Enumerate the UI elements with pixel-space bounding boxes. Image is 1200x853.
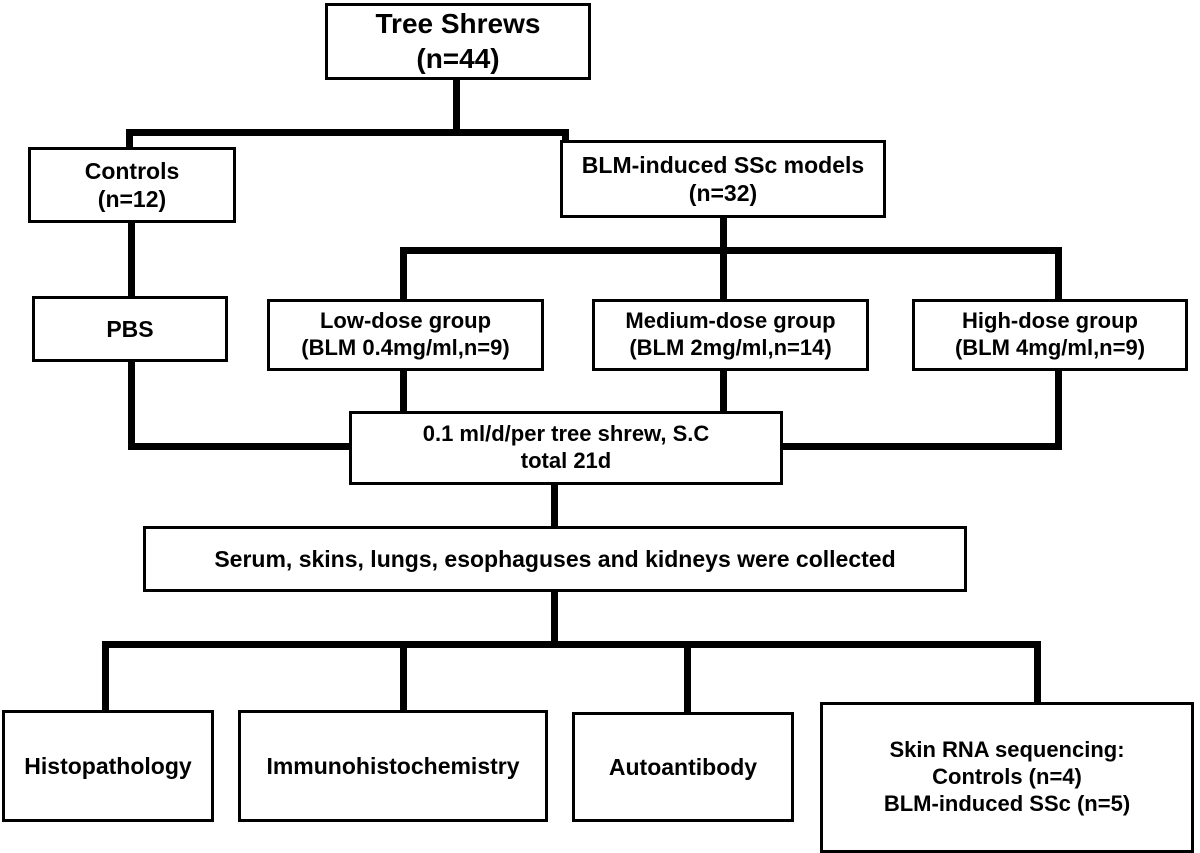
- connector-pbs-drop: [128, 360, 135, 450]
- node-controls: Controls (n=12): [28, 147, 236, 223]
- connector-high-drop: [1055, 371, 1062, 450]
- node-dosing-regimen-line-2: total 21d: [520, 448, 612, 473]
- node-medium-dose-group-line-1: Medium-dose group: [625, 308, 836, 334]
- connector-collected-stem: [551, 592, 558, 644]
- node-high-dose-group-line-1: High-dose group: [962, 308, 1138, 334]
- connector-blm-stem: [720, 217, 727, 251]
- node-low-dose-group-line-2: (BLM 0.4mg/ml,n=9): [301, 335, 510, 360]
- connector-low-to-dosing: [400, 371, 407, 413]
- connector-to-controls: [126, 129, 133, 149]
- node-dosing-regimen-line-1: 0.1 ml/d/per tree shrew, S.C: [422, 421, 710, 447]
- node-autoantibody-line-1: Autoantibody: [608, 753, 758, 780]
- node-medium-dose-group: Medium-dose group (BLM 2mg/ml,n=14): [592, 299, 869, 371]
- connector-to-autoantibody: [684, 641, 691, 714]
- connector-to-skin-rna: [1034, 641, 1041, 704]
- node-histopathology-line-1: Histopathology: [24, 752, 192, 779]
- node-medium-dose-group-line-2: (BLM 2mg/ml,n=14): [629, 335, 832, 360]
- connector-dosing-collected: [551, 485, 558, 529]
- connector-to-histopathology: [102, 641, 109, 712]
- node-autoantibody: Autoantibody: [572, 712, 794, 822]
- node-blm-induced-ssc-models-line-1: BLM-induced SSc models: [581, 151, 865, 178]
- connector-to-low: [400, 247, 407, 301]
- node-immunohistochemistry-line-1: Immunohistochemistry: [266, 752, 520, 779]
- node-low-dose-group-line-1: Low-dose group: [319, 308, 492, 334]
- node-high-dose-group-line-2: (BLM 4mg/ml,n=9): [954, 335, 1146, 360]
- node-skin-rna-sequencing-line-3: BLM-induced SSc (n=5): [883, 790, 1131, 816]
- node-pbs: PBS: [32, 296, 228, 362]
- node-skin-rna-sequencing: Skin RNA sequencing: Controls (n=4) BLM-…: [820, 702, 1194, 853]
- connector-high-to-dosing: [779, 443, 1062, 450]
- connector-medium-to-dosing: [720, 371, 727, 413]
- connector-root-stem: [453, 79, 460, 135]
- connector-to-immunohistochemistry: [400, 641, 407, 712]
- connector-controls-pbs: [128, 222, 135, 298]
- node-pbs-line-1: PBS: [106, 315, 154, 342]
- node-skin-rna-sequencing-line-1: Skin RNA sequencing:: [889, 737, 1125, 763]
- node-high-dose-group: High-dose group (BLM 4mg/ml,n=9): [912, 299, 1188, 371]
- connector-to-blm: [562, 129, 569, 142]
- node-immunohistochemistry: Immunohistochemistry: [238, 710, 548, 822]
- node-controls-line-2: (n=12): [97, 186, 167, 212]
- node-blm-induced-ssc-models-line-2: (n=32): [688, 180, 758, 206]
- node-blm-induced-ssc-models: BLM-induced SSc models (n=32): [560, 140, 886, 218]
- node-samples-collected: Serum, skins, lungs, esophaguses and kid…: [143, 526, 967, 592]
- connector-to-medium: [720, 247, 727, 301]
- connector-pbs-to-dosing: [128, 443, 353, 450]
- node-samples-collected-line-1: Serum, skins, lungs, esophaguses and kid…: [214, 545, 896, 572]
- node-low-dose-group: Low-dose group (BLM 0.4mg/ml,n=9): [267, 299, 544, 371]
- node-controls-line-1: Controls: [84, 157, 180, 184]
- node-tree-shrews-line-2: (n=44): [416, 42, 500, 74]
- connector-to-high: [1055, 247, 1062, 301]
- node-tree-shrews-line-1: Tree Shrews: [375, 8, 541, 40]
- connector-bottom-bar: [102, 641, 1041, 648]
- node-tree-shrews: Tree Shrews (n=44): [325, 3, 591, 80]
- node-dosing-regimen: 0.1 ml/d/per tree shrew, S.C total 21d: [349, 411, 783, 485]
- node-skin-rna-sequencing-line-2: Controls (n=4): [932, 764, 1082, 790]
- connector-dose-bar: [400, 247, 1062, 254]
- connector-split-bar-top: [126, 129, 569, 136]
- node-histopathology: Histopathology: [2, 710, 214, 822]
